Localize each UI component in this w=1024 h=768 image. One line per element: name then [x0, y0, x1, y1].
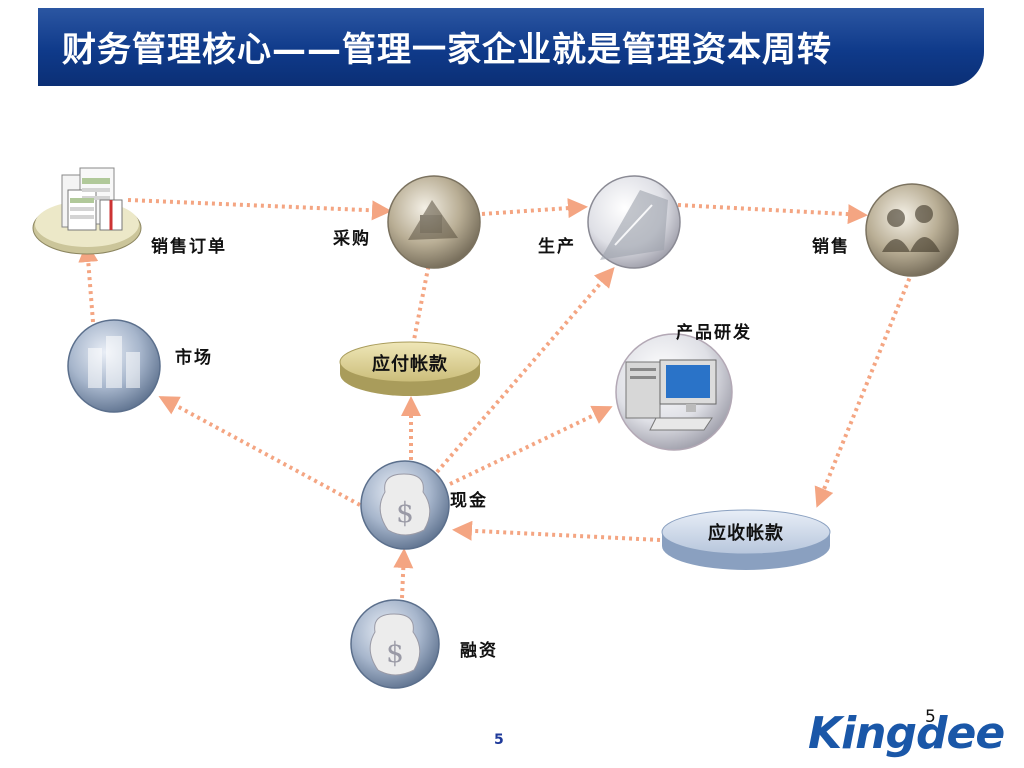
label-production: 生产	[538, 237, 576, 257]
flow-arrows	[78, 198, 914, 599]
page-number-center: 5	[494, 732, 504, 748]
svg-text:$: $	[396, 496, 414, 529]
rnd-node	[615, 333, 733, 451]
label-purchase: 采购	[333, 229, 371, 249]
arrow-cash-to-market	[158, 396, 361, 507]
sales-order-node	[32, 167, 142, 255]
spreadsheet-pages-icon	[61, 167, 123, 231]
label-accounts-payable: 应付帐款	[372, 354, 448, 375]
arrow-payable-to-purchase	[411, 244, 439, 346]
page-number-right: 5	[925, 707, 936, 727]
arrow-order-to-purchase	[127, 198, 392, 221]
label-financing: 融资	[460, 641, 498, 661]
computer-icon	[625, 359, 717, 431]
arrow-production-to-sales	[677, 203, 868, 225]
arrow-receivable-to-cash	[452, 520, 661, 542]
money-bag-icon: $	[379, 473, 431, 536]
cash-node: $	[360, 460, 450, 550]
market-node	[67, 319, 161, 413]
arrow-cash-to-rnd	[449, 405, 613, 486]
financing-node: $	[350, 599, 440, 689]
purchase-node	[387, 175, 481, 269]
label-market: 市场	[175, 348, 213, 368]
arrow-purchase-to-production	[481, 198, 588, 219]
arrow-financing-to-cash	[393, 548, 414, 599]
label-rnd: 产品研发	[676, 323, 752, 343]
accounts-payable-node	[339, 341, 481, 396]
svg-text:$: $	[386, 636, 404, 669]
label-accounts-receivable: 应收帐款	[708, 523, 784, 544]
kingdee-logo: Kingdee	[808, 708, 1005, 759]
factory-building-icon	[600, 190, 668, 260]
meeting-people-icon	[882, 205, 940, 252]
production-node	[587, 175, 681, 269]
title-bar: 财务管理核心——管理一家企业就是管理资本周转	[38, 8, 984, 86]
warehouse-photo-icon	[408, 200, 458, 240]
label-sales-order: 销售订单	[151, 237, 227, 257]
sales-node	[865, 183, 959, 277]
money-bag-icon: $	[369, 613, 421, 676]
office-buildings-icon	[88, 336, 140, 388]
label-sales: 销售	[812, 237, 850, 257]
arrow-market-to-order	[78, 242, 99, 323]
arrow-cash-to-production	[435, 266, 615, 474]
label-cash: 现金	[450, 491, 488, 511]
arrow-sales-to-receivable	[814, 271, 914, 508]
page-title: 财务管理核心——管理一家企业就是管理资本周转	[62, 30, 832, 70]
accounts-receivable-node	[661, 509, 831, 570]
